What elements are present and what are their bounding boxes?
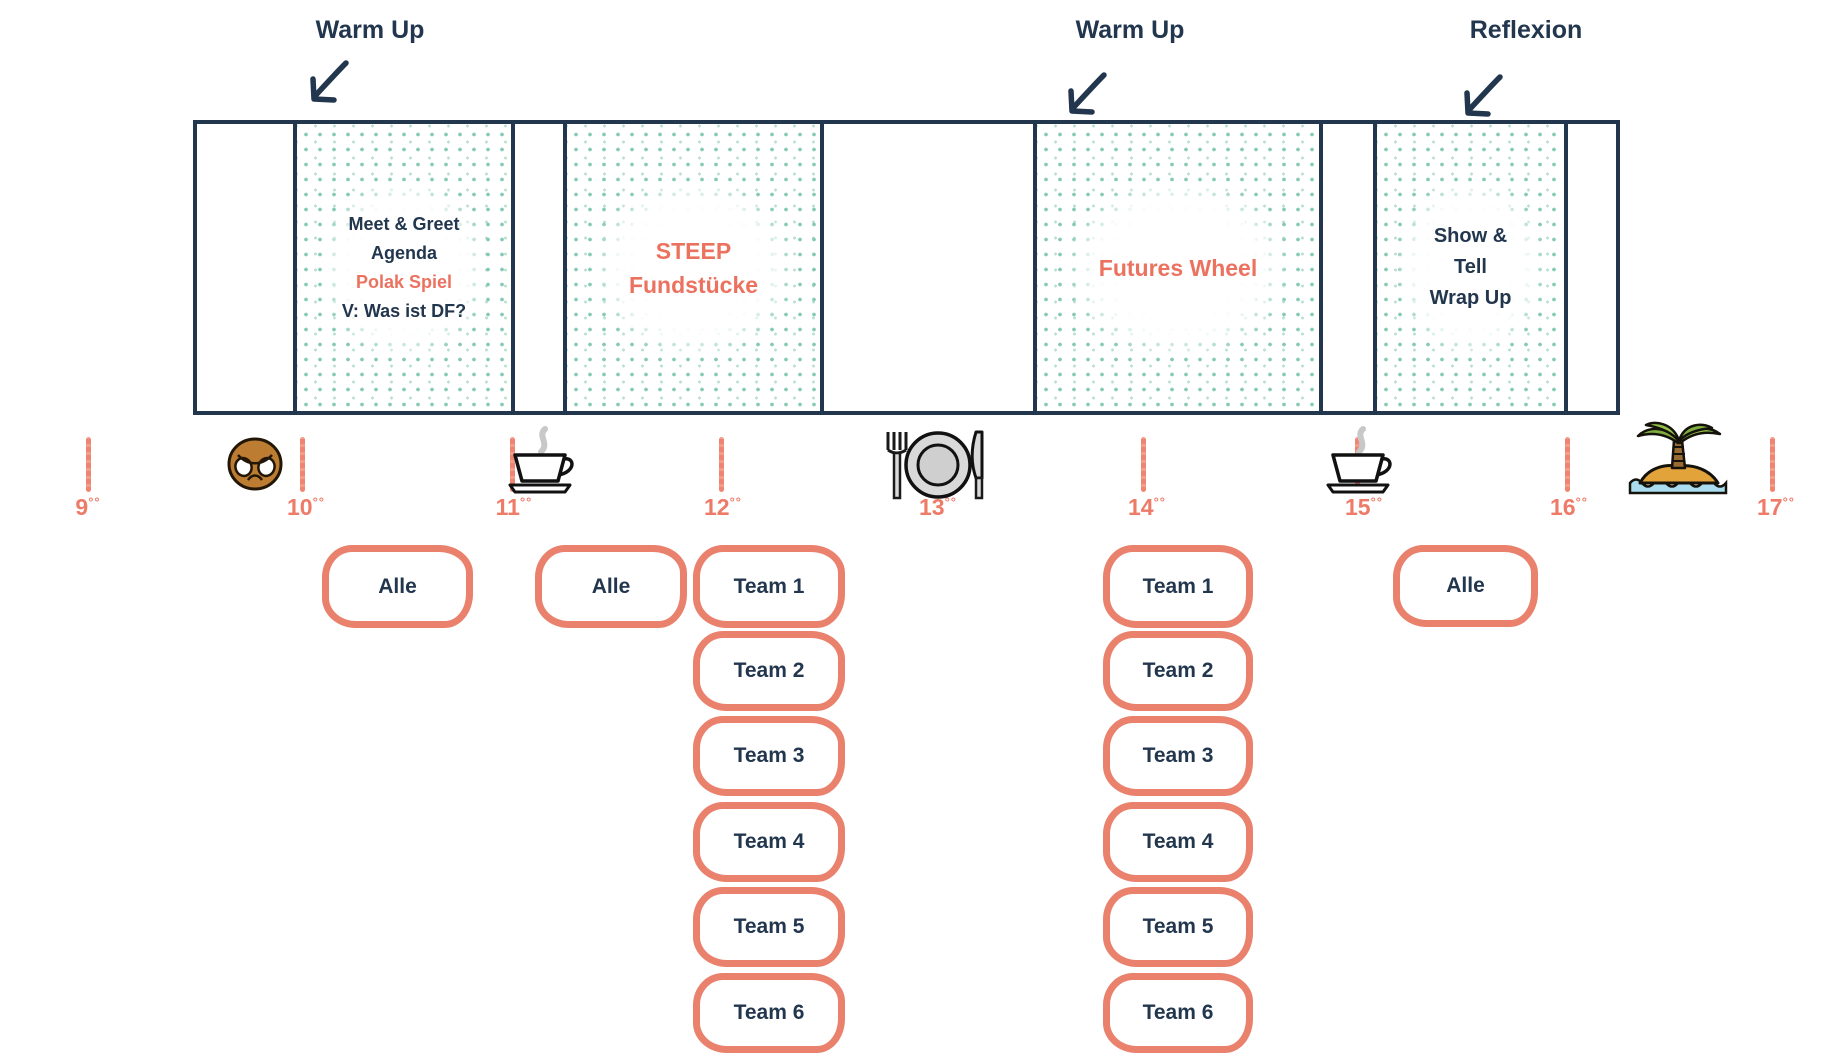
- group-pill-team: Team 3: [693, 716, 845, 796]
- timeline-slot-break: [1323, 124, 1377, 411]
- group-pill-team: Team 4: [693, 802, 845, 882]
- timeline-slot-show-tell: Show & Tell Wrap Up: [1377, 124, 1568, 411]
- group-pill-team: Team 5: [1103, 887, 1253, 967]
- time-tick: [1770, 437, 1775, 492]
- activity-text: V: Was ist DF?: [341, 300, 467, 321]
- timeline-band: Meet & Greet Agenda Polak Spiel V: Was i…: [193, 120, 1620, 415]
- timeline-slot-empty: [197, 124, 297, 411]
- time-tick: [1141, 437, 1146, 492]
- timeline-slot-lunch: [824, 124, 1037, 411]
- group-pill-team: Team 6: [693, 973, 845, 1053]
- group-pill-alle: Alle: [322, 545, 473, 628]
- time-tick: [300, 437, 305, 492]
- activity-text: Show &: [1433, 225, 1508, 247]
- coffee-icon: [508, 426, 574, 494]
- time-tick: [510, 437, 515, 492]
- time-tick: [86, 437, 91, 492]
- hour-label: 16°°: [1550, 494, 1588, 520]
- arrow-down-left-icon: [1068, 72, 1107, 115]
- activity-text: Futures Wheel: [1098, 254, 1258, 281]
- hour-label: 10°°: [287, 494, 325, 520]
- hour-label: 17°°: [1757, 494, 1795, 520]
- activity-text: Meet & Greet: [348, 213, 460, 234]
- activity-text: Polak Spiel: [355, 271, 453, 292]
- group-pill-alle: Alle: [535, 545, 687, 628]
- warmup-label-2: Warm Up: [1075, 16, 1185, 44]
- group-pill-team: Team 3: [1103, 716, 1253, 796]
- activity-text: STEEP: [655, 237, 732, 264]
- activity-text: Tell: [1454, 256, 1487, 278]
- coffee-icon: [1326, 426, 1392, 494]
- arrow-down-left-icon: [1464, 74, 1503, 117]
- timeline-slot-break: [515, 124, 567, 411]
- hour-label: 15°°: [1345, 494, 1383, 520]
- group-pill-team: Team 2: [693, 631, 845, 711]
- group-pill-team: Team 1: [693, 545, 845, 628]
- timeline-slot-steep: STEEP Fundstücke: [567, 124, 824, 411]
- group-pill-team: Team 5: [693, 887, 845, 967]
- arrow-down-left-icon: [310, 60, 349, 103]
- timeline-slot-futures-wheel: Futures Wheel: [1037, 124, 1323, 411]
- group-pill-team: Team 4: [1103, 802, 1253, 882]
- time-tick: [719, 437, 724, 492]
- activity-text: Fundstücke: [628, 271, 759, 298]
- activity-text: Agenda: [370, 242, 437, 263]
- lunch-icon: [886, 430, 984, 500]
- hour-label: 9°°: [75, 494, 101, 520]
- island-icon: [1628, 421, 1728, 495]
- group-pill-team: Team 2: [1103, 631, 1253, 711]
- time-tick: [1565, 437, 1570, 492]
- timeline-slot-empty: [1568, 124, 1616, 411]
- group-pill-team: Team 6: [1103, 973, 1253, 1053]
- hour-label: 11°°: [495, 494, 533, 520]
- reflexion-label: Reflexion: [1469, 16, 1583, 44]
- group-pill-alle: Alle: [1393, 545, 1538, 627]
- warmup-label-1: Warm Up: [315, 16, 425, 44]
- activity-text: Wrap Up: [1429, 287, 1512, 309]
- group-pill-team: Team 1: [1103, 545, 1253, 628]
- timeline-slot-meet-greet: Meet & Greet Agenda Polak Spiel V: Was i…: [297, 124, 515, 411]
- hour-label: 14°°: [1128, 494, 1166, 520]
- pretzel-icon: [227, 437, 283, 491]
- hour-label: 12°°: [704, 494, 742, 520]
